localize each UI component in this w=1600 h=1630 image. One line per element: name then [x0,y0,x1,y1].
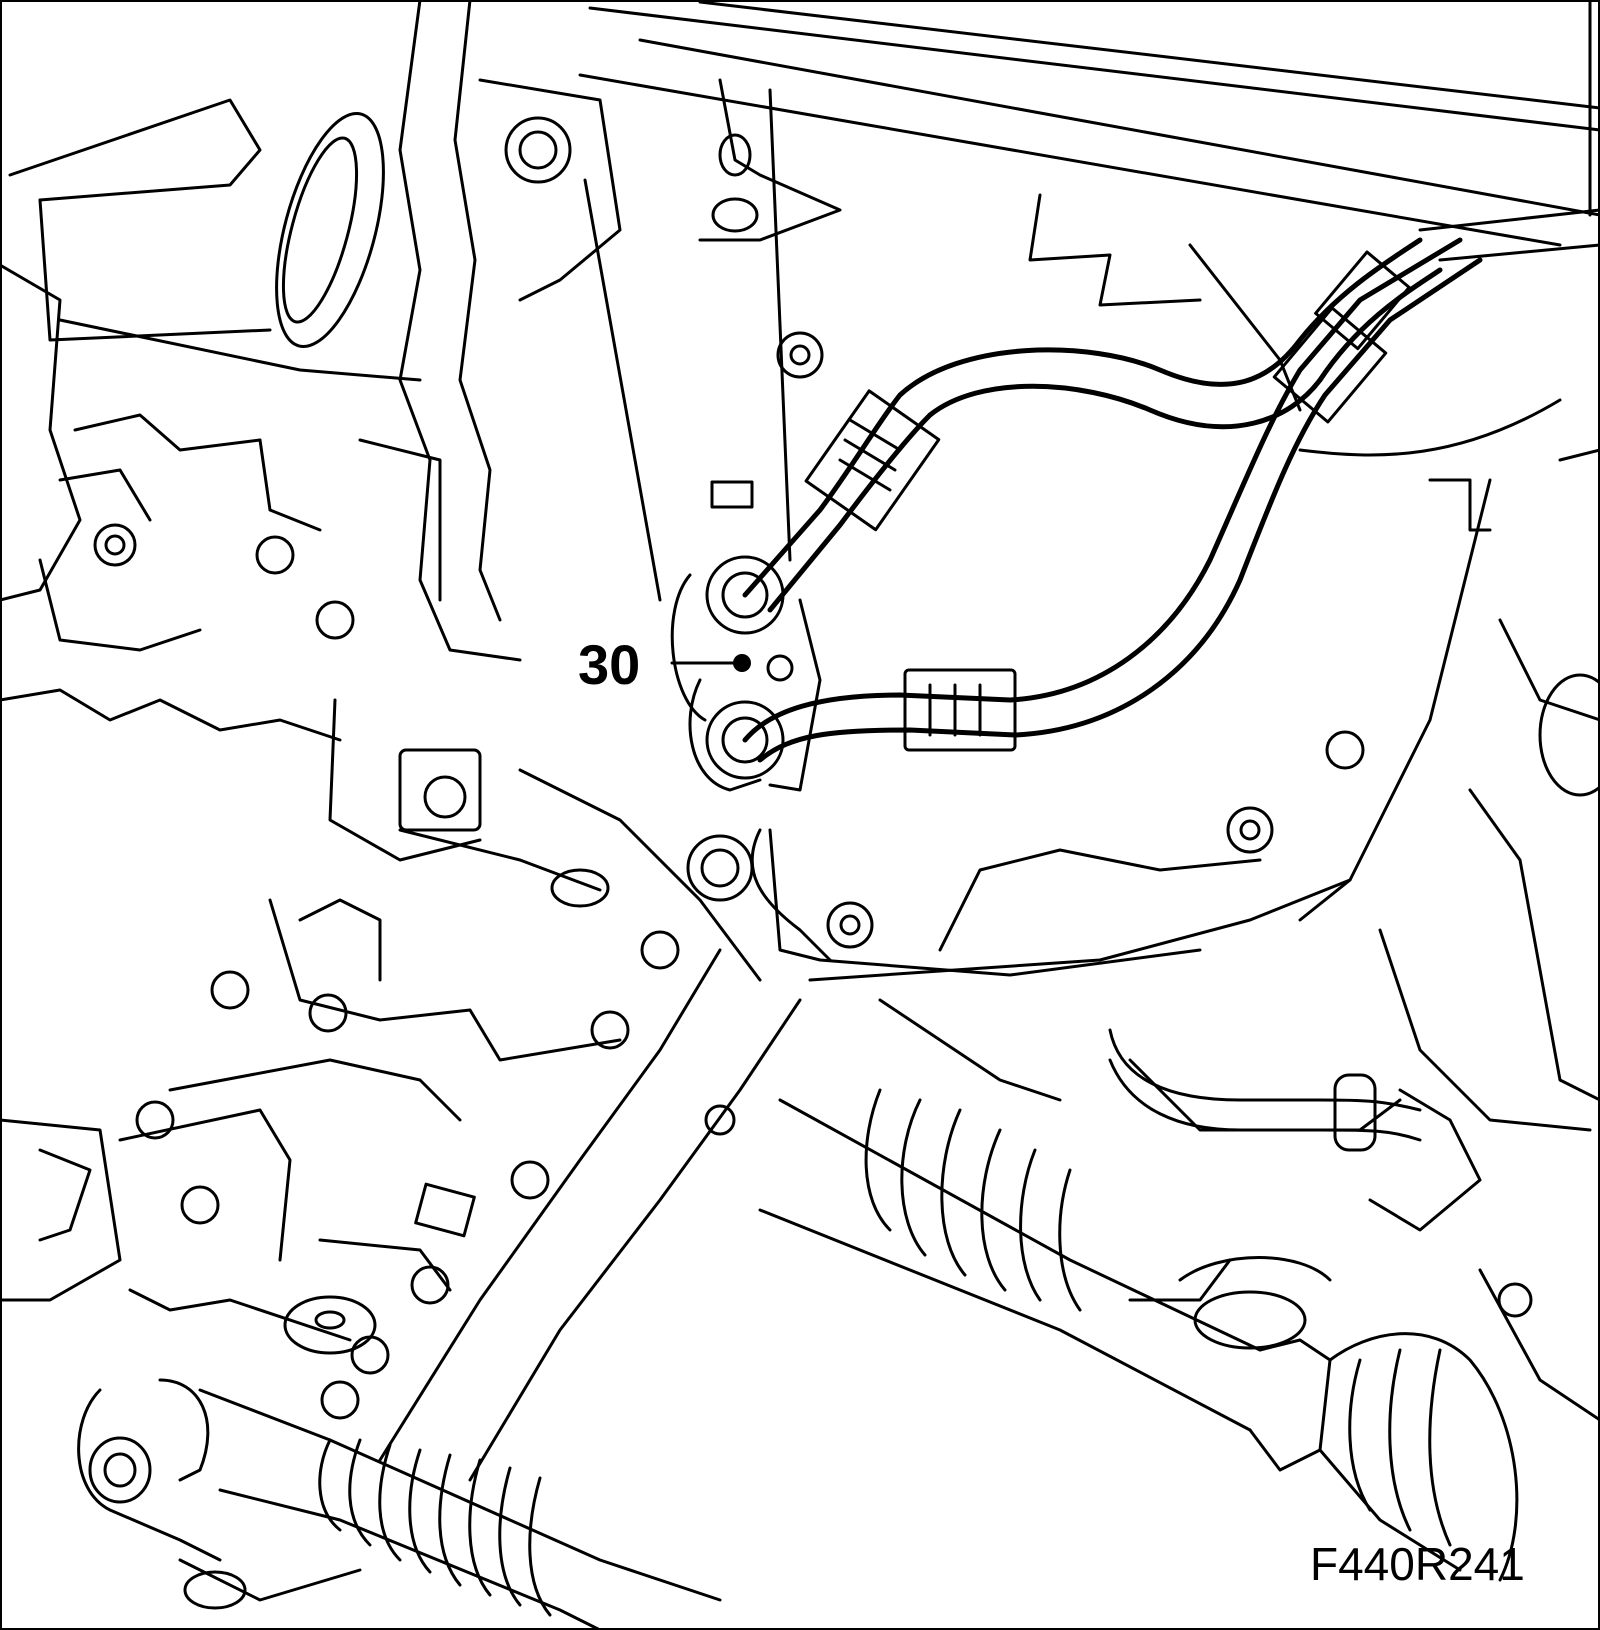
bolt-icon [510,1160,550,1200]
body-panel [578,0,1600,247]
outer-cv-boot [1248,1332,1519,1582]
hose-connection-housing [670,555,822,792]
bolt-icon [180,1185,220,1225]
bolt-icon [423,775,467,819]
transmission-housing [938,193,1600,1132]
inner-cv-boot [864,1088,1082,1312]
bolt-icon [590,1010,630,1050]
callout-label: 30 [578,633,640,696]
bolt-icon [255,535,295,575]
bolt-icon [410,1265,450,1305]
hose-coupler [903,668,1017,752]
hose-coupler [1272,306,1388,424]
steering-rack [77,1378,722,1630]
bolt-icon [1226,806,1274,854]
lower-left-bracket [0,898,680,1420]
bolt-icon [315,600,355,640]
bolt-icon [1497,1282,1533,1318]
bolt-icon [350,1335,390,1375]
power-steering-hoses [742,208,1600,763]
central-bracket [328,0,842,862]
hose-coupler [1314,250,1411,351]
bolt-icon [93,523,137,567]
bolt-icon [504,116,572,184]
hose-coupler [804,389,941,532]
return-pipe [1108,1028,1482,1350]
bolt-icon [686,834,754,902]
tie-rod-end [88,1436,152,1504]
bleed-screw-icon [766,654,794,682]
rack-bellows [318,1438,552,1617]
engine-block-left [0,98,422,742]
bolt-icon [640,930,680,970]
bolt-icon [308,993,348,1033]
figure-id: F440R241 [1310,1538,1525,1590]
bolt-icon [135,1100,175,1140]
drive-shaft [758,1088,1600,1582]
bolt-icon [210,970,250,1010]
pipe-grommet [1333,1073,1377,1152]
bolt-icon [776,331,824,379]
bolt-icon [320,1380,360,1420]
bolt-icon [826,901,874,949]
subframe-crossmember [378,768,1402,1482]
bolt-icon [1325,730,1365,770]
